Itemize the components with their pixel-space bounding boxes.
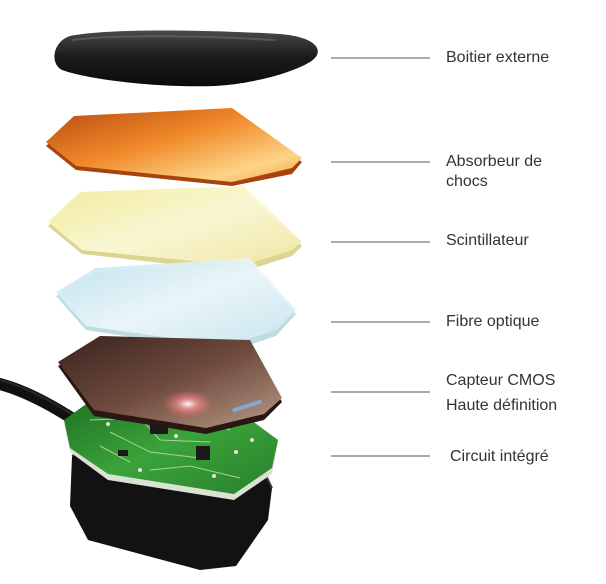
scintillator-shape [48,186,302,272]
label-absorbeur-line2: chocs [446,173,488,190]
label-fibre-optique: Fibre optique [446,313,540,330]
shock-absorber-shape [46,108,302,186]
cmos-sensor-shape [58,336,282,434]
fiber-optic-shape [56,258,296,352]
label-boitier-externe: Boitier externe [446,49,550,66]
label-capteur-line1: Capteur CMOS [446,372,556,389]
label-absorbeur-line1: Absorbeur de [446,153,543,170]
label-scintillateur: Scintillateur [446,232,529,249]
label-circuit-integre: Circuit intégré [450,448,549,465]
outer-case-shape [54,30,318,87]
label-capteur-line2: Haute définition [446,397,558,414]
